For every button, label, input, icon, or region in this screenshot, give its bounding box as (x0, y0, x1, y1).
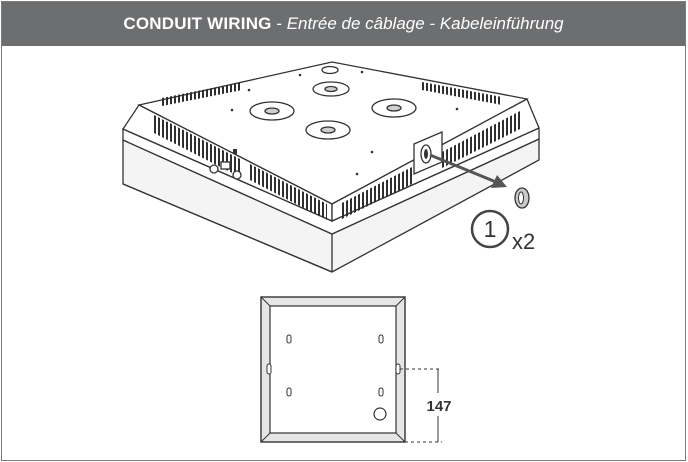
header-subtitle: Entrée de câblage - Kabeleinführung (286, 14, 564, 33)
callout-quantity: x2 (512, 229, 535, 254)
removal-arrow (429, 153, 507, 188)
dimension-label: 147 (426, 398, 451, 415)
wiring-illustration: 1 x2 (122, 61, 540, 443)
header-separator: - (271, 14, 287, 33)
dimension-147: 147 (400, 368, 452, 443)
mounting-plate (260, 296, 406, 443)
fixture-drawing (122, 61, 540, 273)
header-title: CONDUIT WIRING (123, 14, 272, 33)
callout-number: 1 (484, 216, 497, 242)
knockout-plug (514, 187, 530, 209)
callout-marker: 1 x2 (470, 209, 535, 254)
section-header: CONDUIT WIRING - Entrée de câblage - Kab… (2, 2, 685, 46)
